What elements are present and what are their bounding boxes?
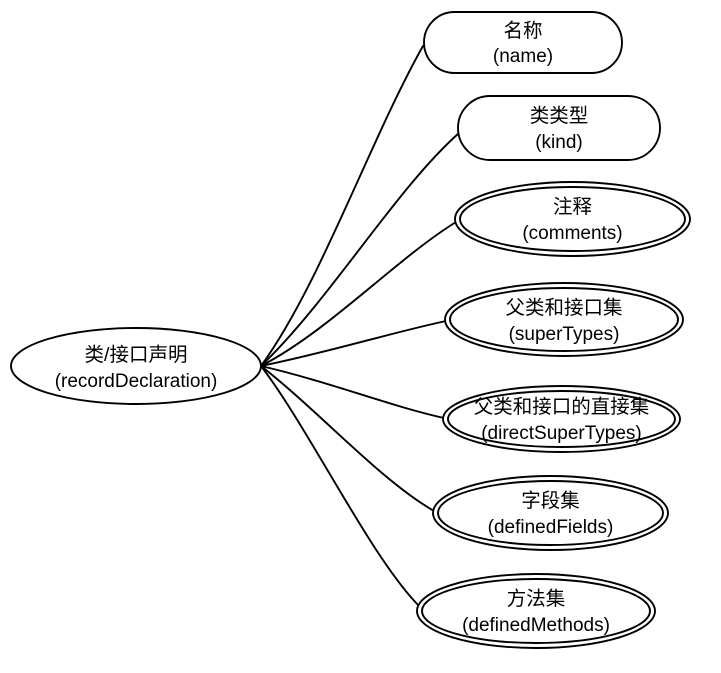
comments-ellipse-inner <box>459 186 686 252</box>
recordDeclaration-label-cn: 类/接口声明 <box>85 344 188 366</box>
kind-label-cn: 类类型 <box>530 105 589 127</box>
comments-label-cn: 注释 <box>553 196 593 218</box>
recordDeclaration-ellipse <box>10 327 262 405</box>
definedFields-label-cn: 字段集 <box>521 490 580 512</box>
name-label-en: (name) <box>493 46 553 67</box>
definedMethods-ellipse-inner <box>421 578 651 644</box>
superTypes-label-cn: 父类和接口集 <box>505 297 622 319</box>
edge-recordDeclaration-to-definedFields <box>260 365 435 512</box>
kind-label-en: (kind) <box>535 132 583 153</box>
node-directSuperTypes[interactable]: 父类和接口的直接集 (directSuperTypes) <box>442 385 681 453</box>
definedMethods-label-cn: 方法集 <box>507 588 566 610</box>
edge-recordDeclaration-to-name <box>260 45 424 367</box>
edge-recordDeclaration-to-directSuperTypes <box>260 365 445 419</box>
node-definedFields[interactable]: 字段集 (definedFields) <box>432 475 669 551</box>
edge-recordDeclaration-to-comments <box>260 221 457 367</box>
kind-stadium <box>457 95 661 161</box>
definedMethods-label-en: (definedMethods) <box>462 615 610 636</box>
edge-recordDeclaration-to-superTypes <box>260 320 447 367</box>
directSuperTypes-ellipse-outer <box>442 385 681 453</box>
node-name[interactable]: 名称 (name) <box>423 11 623 74</box>
superTypes-ellipse-inner <box>449 287 679 352</box>
node-comments[interactable]: 注释 (comments) <box>454 181 691 257</box>
name-stadium <box>423 11 623 74</box>
node-superTypes[interactable]: 父类和接口集 (superTypes) <box>444 282 684 357</box>
recordDeclaration-label-en: (recordDeclaration) <box>55 371 218 392</box>
node-kind[interactable]: 类类型 (kind) <box>457 95 661 161</box>
definedMethods-ellipse-outer <box>416 573 656 649</box>
name-label-cn: 名称 <box>503 20 542 42</box>
superTypes-label-en: (superTypes) <box>509 324 620 345</box>
definedFields-label-en: (definedFields) <box>488 517 614 538</box>
edge-recordDeclaration-to-definedMethods <box>260 365 420 607</box>
node-definedMethods[interactable]: 方法集 (definedMethods) <box>416 573 656 649</box>
definedFields-ellipse-outer <box>432 475 669 551</box>
edge-group <box>260 45 460 607</box>
directSuperTypes-label-cn: 父类和接口的直接集 <box>474 396 650 418</box>
comments-label-en: (comments) <box>522 223 622 244</box>
definedFields-ellipse-inner <box>437 480 664 546</box>
edge-recordDeclaration-to-kind <box>260 132 460 367</box>
directSuperTypes-label-en: (directSuperTypes) <box>481 423 642 444</box>
directSuperTypes-ellipse-inner <box>447 390 676 448</box>
superTypes-ellipse-outer <box>444 282 684 357</box>
comments-ellipse-outer <box>454 181 691 257</box>
node-recordDeclaration[interactable]: 类/接口声明 (recordDeclaration) <box>10 327 262 405</box>
